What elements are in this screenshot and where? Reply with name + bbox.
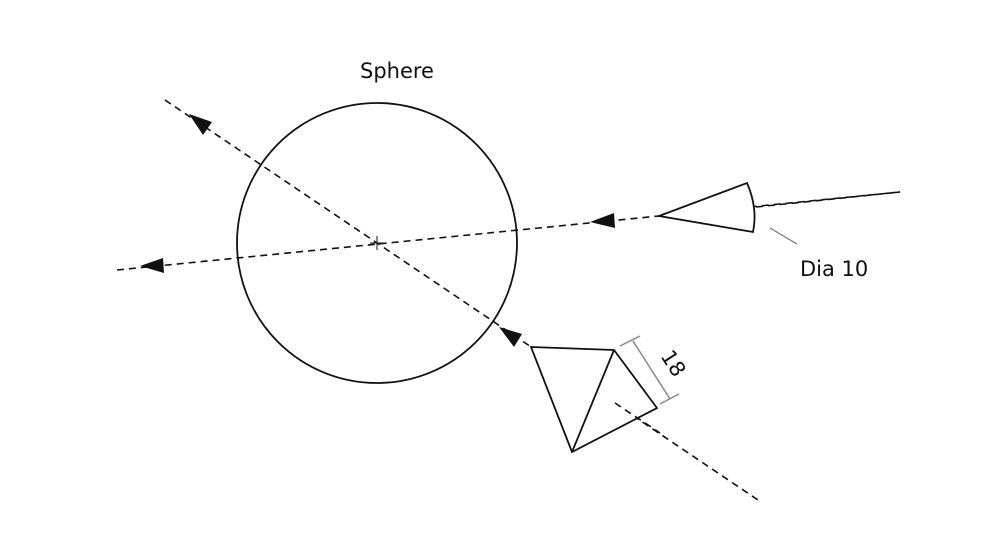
wide-cone-edge [571,349,615,453]
length-dimension [619,335,680,405]
beam-2-arrow-far [189,114,212,135]
sphere-circle [236,102,518,384]
narrow-cone [655,181,756,234]
beam-2-axis [164,99,759,501]
sphere-label: Sphere [360,59,434,83]
beam-1-arrow-far [140,258,164,273]
diameter-leader-line [769,227,798,245]
length-label: 18 [656,346,691,381]
diameter-label: Dia 10 [800,257,868,281]
beam-2-arrow-near [499,327,522,347]
beam-2-axis-inner [614,402,661,434]
beam-1-axis-segment [755,191,901,208]
beam-1-arrow-near [590,213,615,228]
